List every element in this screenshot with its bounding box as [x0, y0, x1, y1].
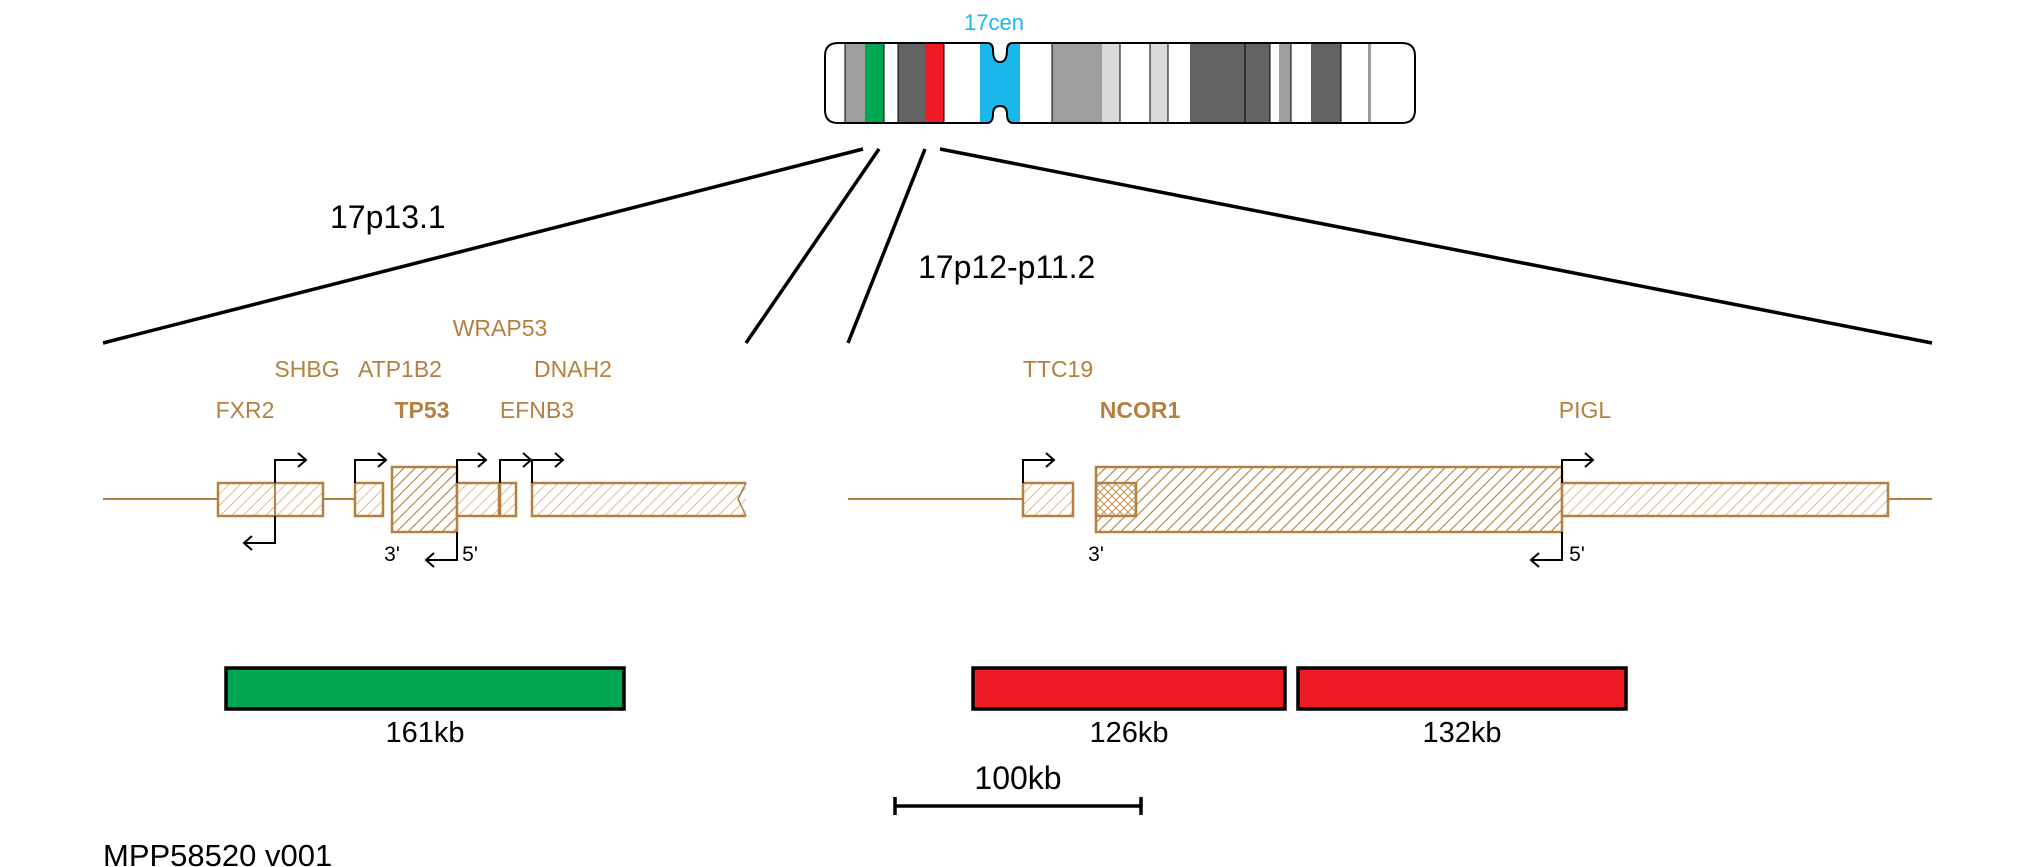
scale-bar: 100kb — [893, 760, 1143, 815]
tss-arrow-icon — [242, 516, 276, 551]
band — [845, 43, 865, 123]
band — [1150, 43, 1168, 123]
product-id: MPP58520 v001 — [103, 838, 332, 867]
band — [1102, 43, 1120, 123]
gene-label-shbg: SHBG — [274, 356, 339, 382]
zoom-line-right-outer — [939, 147, 1933, 345]
gene-label-efnb3: EFNB3 — [500, 397, 574, 423]
band — [1368, 43, 1371, 123]
tss-arrow-icon — [531, 452, 565, 483]
scale-bar-label: 100kb — [974, 760, 1061, 796]
tss-arrow-icon — [1561, 452, 1595, 483]
gene-efnb3 — [498, 481, 518, 518]
gene-fxr2 — [216, 481, 325, 518]
gene-pigl — [1560, 481, 1890, 518]
gene-track-right: TTC19 NCOR1 PIGL 3' 5' — [848, 356, 1932, 568]
zoom-lines — [102, 147, 1933, 345]
tss-arrow-icon — [1022, 452, 1056, 483]
green-probe-band — [865, 43, 884, 123]
gene-label-ttc19: TTC19 — [1023, 356, 1093, 382]
gene-label-atp1b2: ATP1B2 — [358, 356, 442, 382]
probe-red-1-size: 126kb — [1089, 717, 1168, 749]
zoom-line-right-inner — [846, 148, 927, 344]
tss-arrow-icon — [354, 452, 388, 483]
ncor1-5prime-label: 5' — [1569, 543, 1585, 566]
band — [1245, 43, 1270, 123]
gene-ttc19-overlap — [1094, 481, 1138, 518]
gene-ncor1 — [1094, 465, 1564, 534]
gene-label-tp53: TP53 — [395, 397, 450, 423]
gene-label-ncor1: NCOR1 — [1100, 397, 1181, 423]
band — [1052, 43, 1102, 123]
tss-arrow-icon — [1529, 532, 1563, 568]
region-label-right: 17p12-p11.2 — [918, 249, 1095, 285]
tp53-5prime-label: 5' — [462, 543, 478, 566]
gene-tp53 — [390, 465, 459, 534]
tss-arrow-icon — [499, 452, 533, 483]
gene-label-pigl: PIGL — [1559, 397, 1612, 423]
probe-green-size: 161kb — [385, 717, 464, 749]
band — [898, 43, 926, 123]
chromosome-outline — [824, 42, 1416, 124]
probes: 161kb 126kb 132kb — [224, 666, 1628, 749]
gene-label-dnah2: DNAH2 — [534, 356, 612, 382]
ncor1-3prime-label: 3' — [1088, 543, 1104, 566]
centromere-band — [980, 43, 1020, 123]
tp53-3prime-label: 3' — [384, 543, 400, 566]
gene-atp1b2 — [353, 481, 385, 518]
gene-ttc19 — [1021, 481, 1075, 518]
zoom-line-left-inner — [744, 148, 881, 344]
gene-dnah2-cut — [737, 482, 747, 517]
centromere-label: 17cen — [964, 10, 1024, 35]
tss-arrow-icon — [424, 532, 458, 568]
gene-track-left: WRAP53 SHBG ATP1B2 DNAH2 FXR2 TP53 EFNB3… — [103, 315, 747, 568]
tss-arrow-icon — [274, 452, 308, 483]
band — [1190, 43, 1245, 123]
probe-red-2-size: 132kb — [1422, 717, 1501, 749]
band — [1279, 43, 1291, 123]
chromosome-ideogram — [825, 43, 1415, 123]
band — [1311, 43, 1341, 123]
zoom-line-left-outer — [102, 147, 864, 345]
gene-label-fxr2: FXR2 — [216, 397, 275, 423]
red-probe-band — [926, 43, 944, 123]
probe-green-bar — [224, 666, 626, 711]
gene-wrap53 — [455, 481, 501, 518]
gene-dnah2 — [530, 481, 746, 518]
gene-label-wrap53: WRAP53 — [453, 315, 548, 341]
region-label-left: 17p13.1 — [330, 199, 446, 235]
tss-arrow-icon — [456, 452, 488, 483]
probe-red-bar — [1296, 666, 1628, 711]
probe-red-bar — [971, 666, 1287, 711]
